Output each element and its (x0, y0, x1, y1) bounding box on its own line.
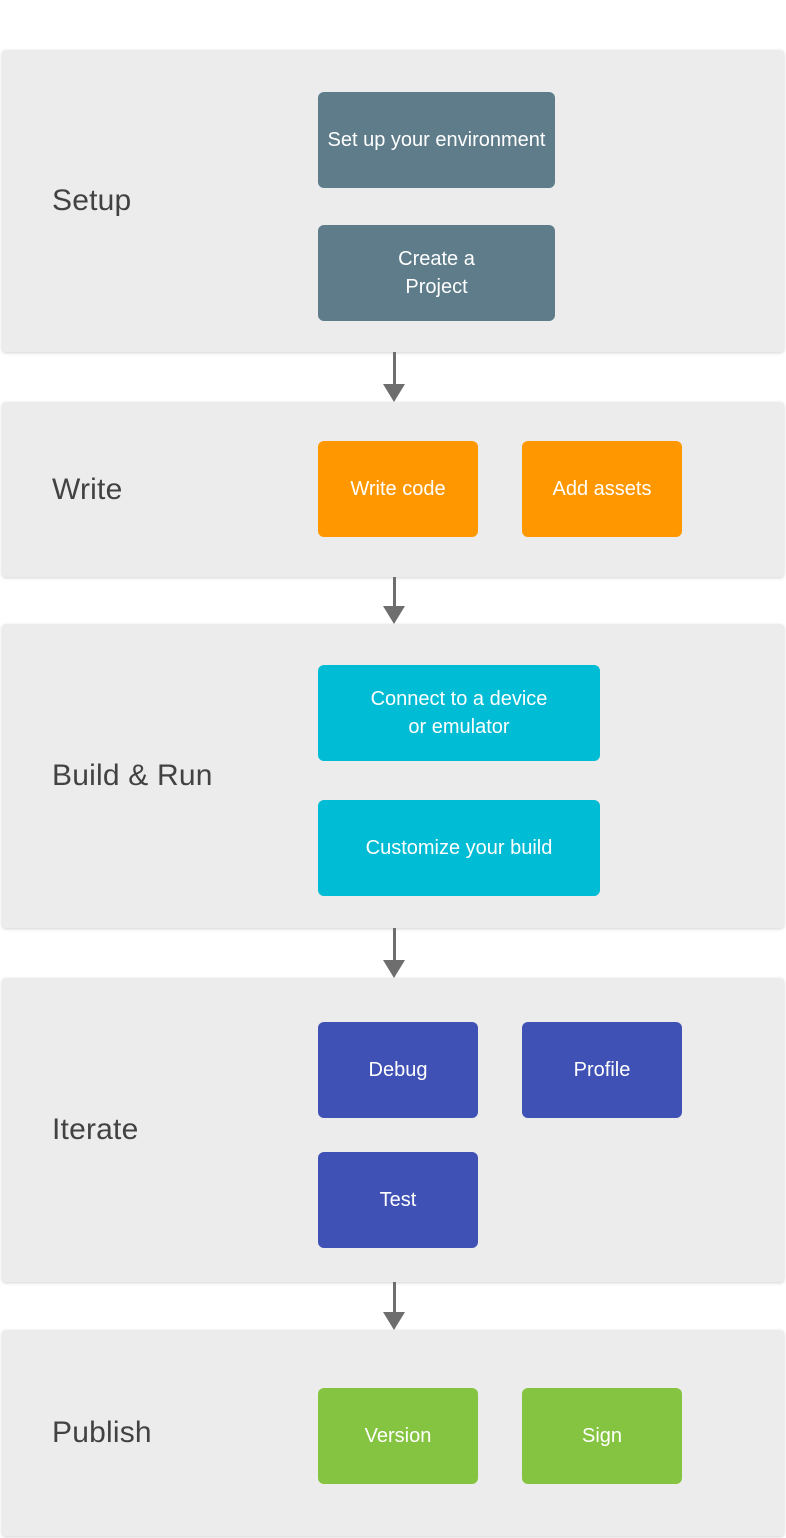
section-publish-label: Publish (52, 1416, 152, 1449)
arrow-stem (392, 352, 396, 384)
debug-button[interactable]: Debug (318, 1022, 478, 1118)
section-setup: Setup Set up your environment Create a P… (2, 50, 784, 352)
setup-environment-button-label: Set up your environment (327, 129, 546, 151)
version-button[interactable]: Version (318, 1388, 478, 1484)
arrow-head-icon (383, 1312, 405, 1330)
flow-arrow-iterate-to-publish (383, 1282, 405, 1330)
test-button-label: Test (379, 1189, 417, 1211)
connect-device-emulator-button[interactable]: Connect to a device or emulator (318, 665, 600, 761)
section-write: Write Write code Add assets (2, 402, 784, 577)
section-iterate: Iterate Debug Profile Test (2, 978, 784, 1282)
customize-build-button[interactable]: Customize your build (318, 800, 600, 896)
section-build-run: Build & Run Connect to a device or emula… (2, 624, 784, 928)
arrow-stem (392, 577, 396, 606)
version-button-label: Version (364, 1425, 432, 1447)
add-assets-button-label: Add assets (552, 478, 652, 500)
flow-arrow-build-to-iterate (383, 928, 405, 978)
arrow-head-icon (383, 606, 405, 624)
debug-button-label: Debug (368, 1059, 428, 1081)
arrow-stem (392, 928, 396, 960)
arrow-stem (392, 1282, 396, 1312)
create-project-button[interactable]: Create a Project (318, 225, 555, 321)
write-code-button[interactable]: Write code (318, 441, 478, 537)
section-build-run-label: Build & Run (52, 759, 213, 792)
section-setup-label: Setup (52, 184, 132, 217)
create-project-button-label: Create a Project (398, 248, 475, 298)
flow-arrow-write-to-build (383, 577, 405, 624)
section-write-label: Write (52, 472, 123, 506)
arrow-head-icon (383, 384, 405, 402)
test-button[interactable]: Test (318, 1152, 478, 1248)
profile-button[interactable]: Profile (522, 1022, 682, 1118)
profile-button-label: Profile (573, 1059, 631, 1081)
section-publish: Publish Version Sign (2, 1330, 784, 1536)
connect-device-emulator-button-label: Connect to a device or emulator (370, 688, 548, 738)
add-assets-button[interactable]: Add assets (522, 441, 682, 537)
setup-environment-button[interactable]: Set up your environment (318, 92, 555, 188)
section-iterate-label: Iterate (52, 1113, 139, 1146)
arrow-head-icon (383, 960, 405, 978)
write-code-button-label: Write code (350, 478, 446, 500)
flow-arrow-setup-to-write (383, 352, 405, 402)
customize-build-button-label: Customize your build (365, 837, 553, 859)
sign-button-label: Sign (581, 1425, 623, 1447)
sign-button[interactable]: Sign (522, 1388, 682, 1484)
